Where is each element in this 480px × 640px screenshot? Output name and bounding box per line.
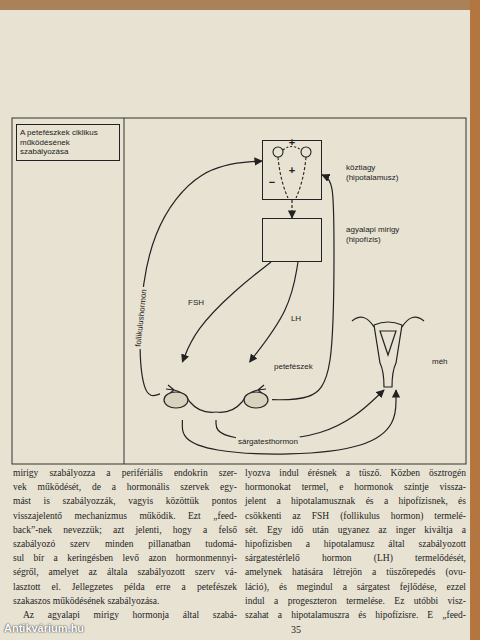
body-text-line: hipofízisben a hipotalamusz által szabál… [245, 538, 466, 550]
body-text-line: szabályozó szerv minden pillanatban tudo… [13, 538, 237, 550]
node-label: agyalapi mirigy (hipofízis) [346, 225, 426, 244]
figure-frame [12, 118, 466, 464]
book-edge [470, 0, 480, 640]
ovary-shape [164, 392, 188, 408]
frame-divider [124, 118, 125, 464]
body-text-line: lasztott el. Jellegzetes példa erre a pe… [13, 581, 237, 593]
hormone-arrow [140, 161, 262, 396]
hormone-arrow [182, 262, 271, 362]
body-text-line: Az agyalapi mirigy hormonja által szabá- [13, 609, 237, 621]
hormone-label: LH [289, 314, 303, 323]
node-label: petefészek [274, 362, 313, 372]
page-number: 35 [291, 624, 301, 635]
organ-outline [380, 331, 396, 355]
page-edge [0, 0, 480, 10]
organ-outline [352, 317, 374, 327]
body-text-line: hormonokat termel, e hormonok szintje vi… [245, 481, 466, 493]
hormone-arrow [250, 262, 298, 362]
body-text-line: sét. Egy idő után ugyanez az inger kivál… [245, 524, 466, 536]
sign-symbol: − [269, 177, 275, 188]
body-text-line: indul a progeszteron termelése. Ez utóbb… [245, 595, 466, 607]
hormone-arrow [216, 390, 384, 440]
body-text-line: lyozva indul érésnek a tüsző. Közben ösz… [245, 467, 466, 479]
node-label: köztiagy (hipotalamusz) [346, 163, 418, 182]
dashed-path [296, 157, 306, 198]
organ-outline [374, 322, 402, 387]
body-text-line: amelynek hatására létrejön a tüszőrepedé… [245, 566, 466, 578]
body-text-line: szahat a hipotalamuszra és hipofízisre. … [245, 609, 466, 621]
hormone-label: sárgatesthormon [236, 437, 300, 446]
uterus-drawing [348, 305, 428, 390]
body-text-line: sul bír a keringésben levő azon hormonme… [13, 552, 237, 564]
hormone-arrow [182, 390, 396, 454]
body-text-line: mást is szabályozzák, vagyis közöttük po… [13, 495, 237, 507]
organ-outline [402, 317, 424, 327]
body-text-line: láció), és megindul a sárgatest fejlődés… [245, 581, 466, 593]
hormone-label: follikulushormon [133, 287, 148, 349]
caption-box: A petefészkek ciklikus működésének szabá… [16, 124, 120, 161]
ovary-drawing [160, 362, 272, 420]
dashed-path [278, 157, 288, 198]
node-label: méh [432, 357, 448, 367]
pituitary-box: agyalapi mirigy (hipofízis) [262, 218, 322, 262]
ovary-shape [244, 392, 268, 408]
hormone-arrow [291, 200, 292, 218]
hypothalamus-cells [273, 147, 311, 199]
body-text-line: visszajelentő mechanizmus működik. Ezt „… [13, 510, 237, 522]
sign-symbol: + [289, 165, 295, 176]
body-text-line: szakaszos működésének szabályozása. [13, 595, 237, 607]
sign-symbol: + [289, 137, 295, 148]
body-text-line: jelent a hipotalamusznak és a hipofízisn… [245, 495, 466, 507]
nucleus-circle [273, 147, 283, 157]
body-text-line: ségről, amelyet az általa szabályozott s… [13, 566, 237, 578]
node-label: A petefészkek ciklikus működésének szabá… [20, 128, 116, 157]
body-text-line: sárgatestérlelő hormon (LH) termelődését… [245, 552, 466, 564]
body-text-line: csökkenti az FSH (follikulus hormon) ter… [245, 510, 466, 522]
nucleus-circle [301, 147, 311, 157]
hormone-arrow [272, 175, 334, 400]
body-text-line: mirigy szabályozza a perifériális endokr… [13, 467, 237, 479]
body-text-line: vek működését, de a hormonális szervek e… [13, 481, 237, 493]
ovary-figure: petefészek [160, 362, 272, 420]
uterus-figure: méh [348, 305, 428, 390]
hormone-label: FSH [186, 298, 206, 307]
watermark: Antikvárium.hu [4, 622, 84, 634]
body-text-line: back”-nek nevezzük; azt jelenti, hogy a … [13, 524, 237, 536]
